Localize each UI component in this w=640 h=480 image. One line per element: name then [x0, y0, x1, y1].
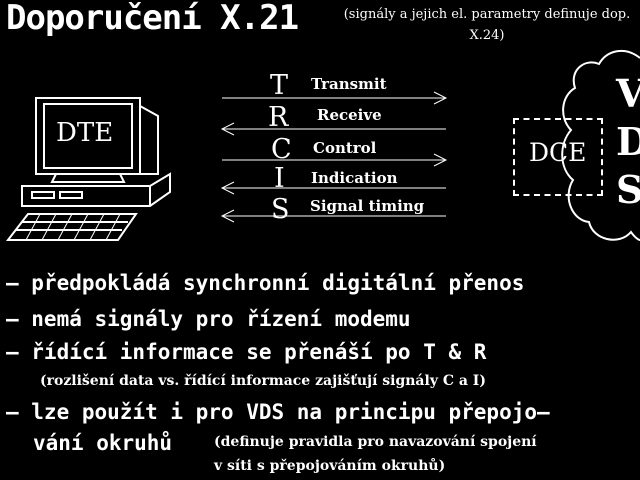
note-circuit-switching-2: v síti s přepojováním okruhů) — [214, 458, 446, 474]
network-label: VDS — [616, 71, 640, 212]
signal-arrows — [220, 91, 448, 223]
dce-label: DCE — [529, 138, 587, 167]
bullet-2: – nemá signály pro řízení modemu — [6, 307, 411, 331]
page-title: Doporučení X.21 — [6, 0, 299, 38]
signal-letter-s: S — [271, 194, 290, 225]
signal-letter-c: C — [271, 134, 292, 165]
dce-box — [513, 118, 603, 196]
note-control-info: (rozlišení data vs. řídící informace zaj… — [40, 373, 486, 389]
network-cloud-icon — [561, 49, 640, 241]
signal-name-indication: Indication — [311, 169, 398, 187]
note-circuit-switching-1: (definuje pravidla pro navazování spojen… — [214, 434, 537, 450]
signal-name-transmit: Transmit — [311, 75, 387, 93]
page-subtitle: (signály a jejich el. parametry definuje… — [343, 7, 631, 43]
dte-computer-icon — [5, 97, 171, 241]
bullet-4-cont: vání okruhů — [33, 431, 173, 455]
bullet-3: – řídící informace se přenáší po T & R — [6, 340, 487, 364]
signal-name-signal-timing: Signal timing — [310, 197, 425, 215]
signal-letter-t: T — [270, 70, 289, 101]
signal-letter-i: I — [274, 163, 285, 194]
signal-name-control: Control — [313, 139, 377, 157]
bullet-4: – lze použít i pro VDS na principu přepo… — [6, 400, 550, 424]
bullet-1: – předpokládá synchronní digitální přeno… — [6, 271, 525, 295]
signal-name-receive: Receive — [317, 106, 382, 124]
dte-label: DTE — [56, 118, 114, 148]
signal-letter-r: R — [268, 102, 289, 133]
